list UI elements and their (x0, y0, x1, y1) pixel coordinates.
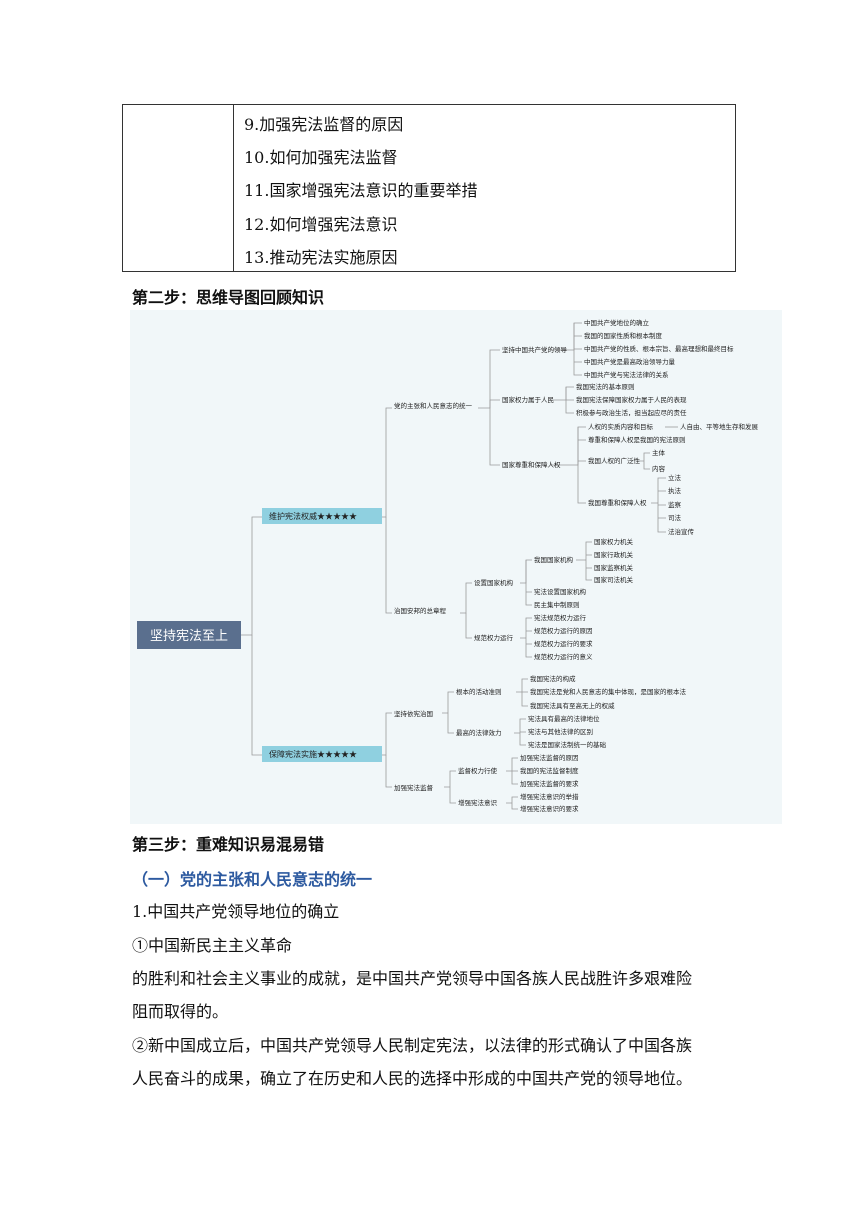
node-label: 我国宪法具有至高无上的权威 (530, 701, 615, 710)
node-label: 宪法与其他法律的区别 (528, 727, 593, 736)
node-label: 我国尊重和保障人权 (588, 498, 647, 507)
node-label: 我国国家机构 (534, 555, 574, 564)
section-title: （一）党的主张和人民意志的统一 (132, 870, 373, 889)
node-label: 监督权力行使 (458, 766, 498, 775)
node-label: 加强宪法监督的原因 (520, 753, 579, 762)
mind-map-diagram: 坚持宪法至上 维护宪法权威★★★★★ 保障宪法实施★★★★★ 党的主张和人民意志… (137, 318, 759, 813)
node-label: 尊重和保障人权是我国的宪法原则 (588, 435, 686, 444)
node-label: 人自由、平等地生存和发展 (680, 422, 759, 431)
node-label: 我国的宪法监督制度 (520, 766, 579, 775)
paragraph: ②新中国成立后，中国共产党领导人民制定宪法，以法律的形式确认了中国各族 (132, 1036, 693, 1055)
outline-table: 9.加强宪法监督的原因 10.如何加强宪法监督 11.国家增强宪法意识的重要举措… (122, 104, 736, 272)
node-label: 根本的活动准则 (456, 687, 502, 696)
node-label: 监察 (668, 500, 682, 509)
table-row: 12.如何增强宪法意识 (244, 215, 398, 234)
paragraph: 1.中国共产党领导地位的确立 (132, 902, 340, 921)
table-row: 9.加强宪法监督的原因 (244, 115, 404, 134)
node-label: 中国共产党的性质、根本宗旨、最高理想和最终目标 (584, 344, 734, 353)
node-label: 宪法具有最高的法律地位 (528, 714, 600, 723)
connector-lines (241, 322, 678, 810)
node-label: 宪法设置国家机构 (534, 587, 587, 596)
node-label: 增强宪法意识的要求 (520, 804, 579, 813)
node-label: 国家权力机关 (594, 537, 634, 546)
paragraph: ①中国新民主主义革命 (132, 936, 293, 955)
paragraph: 阻而取得的。 (132, 1002, 229, 1021)
node-label: 治国安邦的总章程 (394, 606, 447, 615)
node-label: 我国宪法是党和人民意志的集中体现，是国家的根本法 (530, 687, 687, 696)
table-divider (233, 105, 234, 271)
node-label: 规范权力运行 (474, 633, 514, 642)
node-label: 中国共产党是最高政治领导力量 (584, 357, 676, 366)
table-row: 13.推动宪法实施原因 (244, 248, 398, 267)
node-label: 中国共产党与宪法法律的关系 (584, 370, 669, 379)
node-label: 我国宪法的构成 (530, 674, 576, 683)
node-label: 立法 (668, 473, 682, 482)
node-label: 坚持依宪治国 (394, 709, 433, 718)
node-label: 宪法是国家法制统一的基础 (528, 740, 607, 749)
branch-node (262, 508, 382, 524)
node-label: 规范权力运行的要求 (534, 639, 593, 648)
node-label: 法治宣传 (668, 527, 695, 536)
node-label: 执法 (668, 486, 682, 495)
step2-heading: 第二步：思维导图回顾知识 (132, 288, 325, 307)
node-label: 人权的实质内容和目标 (588, 422, 654, 431)
branch-label: 维护宪法权威★★★★★ (269, 511, 357, 521)
paragraph: 的胜利和社会主义事业的成就，是中国共产党领导中国各族人民战胜许多艰难险 (132, 969, 693, 988)
node-label: 宪法规范权力运行 (534, 613, 587, 622)
table-row: 11.国家增强宪法意识的重要举措 (244, 181, 478, 200)
node-label: 内容 (652, 464, 666, 473)
node-label: 民主集中制原则 (534, 600, 580, 609)
node-label: 我国人权的广泛性 (588, 456, 641, 465)
node-label: 司法 (668, 513, 682, 522)
node-label: 增强宪法意识 (458, 798, 498, 807)
table-row: 10.如何加强宪法监督 (244, 148, 398, 167)
node-label: 国家行政机关 (594, 550, 634, 559)
branch-node (262, 746, 382, 762)
node-label: 中国共产党地位的确立 (584, 318, 650, 327)
node-label: 加强宪法监督 (394, 783, 434, 792)
node-label: 国家尊重和保障人权 (502, 460, 561, 469)
node-label: 国家权力属于人民 (502, 395, 554, 404)
node-label: 规范权力运行的意义 (534, 652, 593, 661)
node-label: 国家监察机关 (594, 563, 634, 572)
node-label: 国家司法机关 (594, 575, 634, 584)
node-label: 增强宪法意识的举措 (520, 792, 579, 801)
root-label: 坚持宪法至上 (150, 628, 228, 644)
node-label: 最高的法律效力 (456, 728, 502, 737)
node-label: 党的主张和人民意志的统一 (394, 401, 473, 410)
step3-heading: 第三步：重难知识易混易错 (132, 835, 325, 854)
node-label: 我国宪法的基本原则 (576, 382, 635, 391)
node-label: 加强宪法监督的要求 (520, 779, 579, 788)
node-label: 我国的国家性质和根本制度 (584, 331, 663, 340)
paragraph: 人民奋斗的成果，确立了在历史和人民的选择中形成的中国共产党的领导地位。 (132, 1069, 693, 1088)
node-label: 主体 (652, 448, 666, 457)
branch-label: 保障宪法实施★★★★★ (269, 749, 357, 759)
node-label: 我国宪法保障国家权力属于人民的表现 (576, 395, 687, 404)
root-node (137, 621, 241, 649)
node-label: 积极参与政治生活，担当起应尽的责任 (576, 408, 687, 417)
node-label: 坚持中国共产党的领导 (502, 345, 568, 354)
mind-map: 坚持宪法至上 维护宪法权威★★★★★ 保障宪法实施★★★★★ 党的主张和人民意志… (130, 310, 782, 824)
node-label: 设置国家机构 (474, 578, 514, 587)
node-label: 规范权力运行的原因 (534, 626, 593, 635)
